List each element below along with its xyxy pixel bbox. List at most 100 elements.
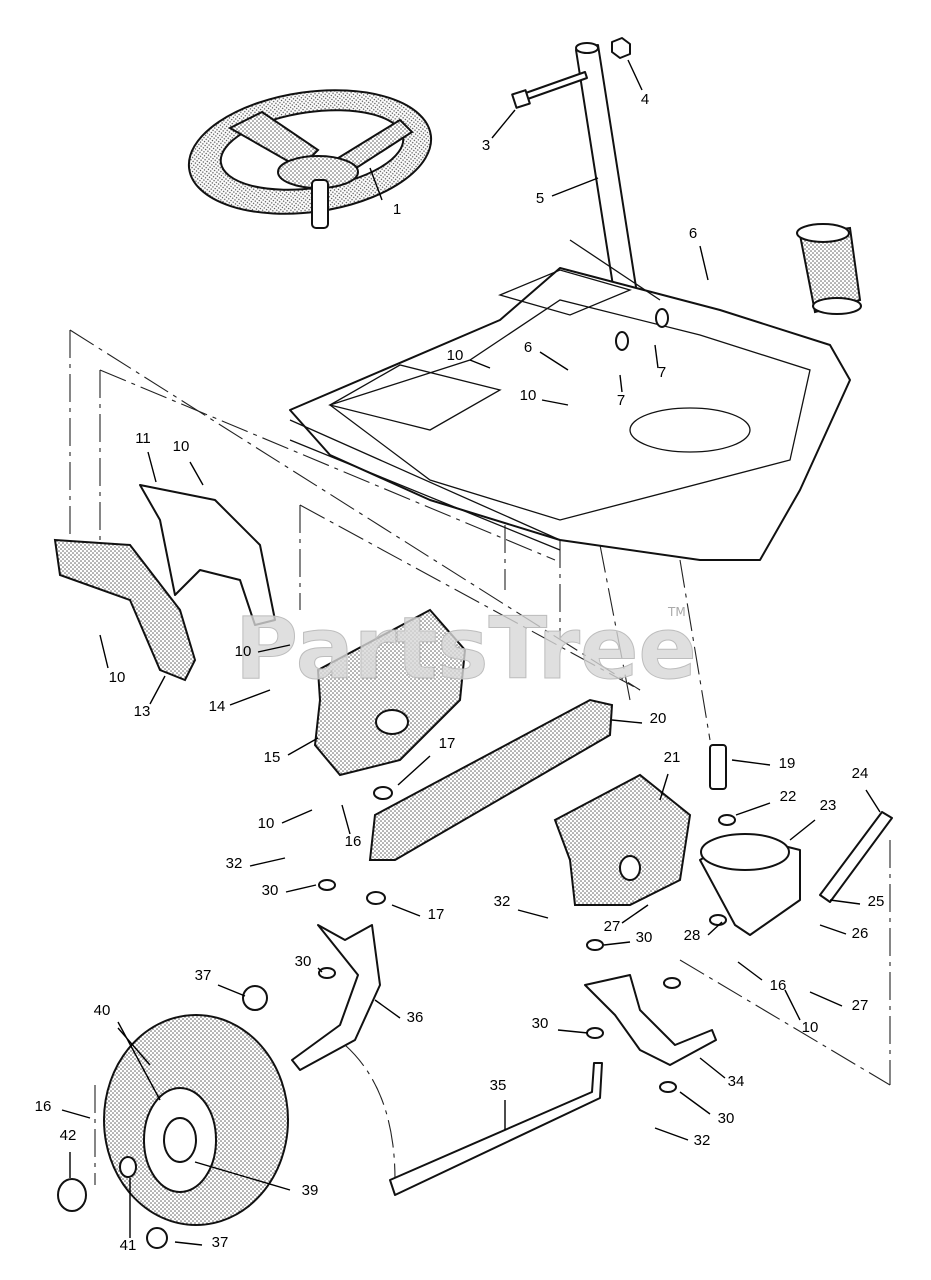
leader-line-ball-joint xyxy=(819,924,847,935)
callout-bolt: 6 xyxy=(524,339,532,356)
leader-line-bracket xyxy=(287,737,319,756)
leader-line-nut xyxy=(621,904,649,924)
leader-line-screw xyxy=(257,644,291,653)
callout-bushing: 7 xyxy=(617,392,625,409)
callout-bearing: 39 xyxy=(302,1182,319,1199)
leader-line-bushing xyxy=(619,374,623,393)
leader-line-bracket xyxy=(147,451,157,483)
wheel xyxy=(57,985,289,1249)
sector-gear xyxy=(699,833,801,936)
leader-line-cotter-pin xyxy=(249,857,286,867)
callout-bushing: 7 xyxy=(658,364,666,381)
callout-spindle: 36 xyxy=(407,1009,424,1026)
leader-line-bearing xyxy=(217,984,246,997)
callout-ball-joint: 26 xyxy=(852,925,869,942)
watermark: PartsTree xyxy=(235,599,697,699)
tie-rod xyxy=(389,1062,603,1196)
callout-screw: 10 xyxy=(447,347,464,364)
callout-steering-shaft: 5 xyxy=(536,190,544,207)
callout-bearing: 37 xyxy=(195,967,212,984)
leader-line-bolt xyxy=(539,351,569,371)
leader-line-wheel-hub xyxy=(117,1021,161,1101)
callout-screw: 10 xyxy=(235,643,252,660)
callout-washer: 30 xyxy=(532,1015,549,1032)
leader-line-steering-wheel xyxy=(369,167,383,201)
leader-line-cotter-pin xyxy=(517,909,549,919)
leader-line-screw xyxy=(469,359,491,369)
callout-nut: 27 xyxy=(604,918,621,935)
leader-line-spindle xyxy=(374,999,401,1019)
leader-line-bearing xyxy=(194,1161,291,1191)
callout-cotter-pin: 16 xyxy=(770,977,787,994)
callout-screw: 10 xyxy=(173,438,190,455)
watermark-trademark: TM xyxy=(667,605,686,619)
leader-line-washer xyxy=(603,941,631,946)
callout-cotter-pin: 32 xyxy=(494,893,511,910)
leader-line-wheel xyxy=(117,1027,151,1066)
leader-lines xyxy=(61,59,881,1246)
callout-wheel: 40 xyxy=(94,1002,111,1019)
steering-wheel xyxy=(187,89,433,229)
leader-line-screw xyxy=(99,634,109,669)
bracket-13 xyxy=(53,538,197,682)
nut xyxy=(611,37,631,59)
leader-line-washer xyxy=(679,1091,711,1115)
leader-line-cotter-pin xyxy=(737,961,763,981)
callout-washer: 30 xyxy=(295,953,312,970)
callout-washer: 28 xyxy=(684,927,701,944)
callout-washer: 30 xyxy=(718,1110,735,1127)
leader-line-washer xyxy=(735,802,771,816)
leader-line-nut xyxy=(809,991,843,1007)
drag-link xyxy=(819,811,893,903)
callout-nut: 4 xyxy=(641,91,649,108)
leader-line-nut xyxy=(829,899,861,905)
callout-axle: 20 xyxy=(650,710,667,727)
leader-line-nut xyxy=(627,59,643,91)
callout-spindle: 34 xyxy=(728,1073,745,1090)
leader-line-bushing xyxy=(654,344,659,369)
bolt xyxy=(511,71,588,109)
leader-line-screw xyxy=(541,399,569,406)
callout-steering-wheel: 1 xyxy=(393,201,401,218)
leader-line-cotter-pin xyxy=(654,1127,689,1141)
leader-line-bushing xyxy=(397,755,431,786)
callout-nut: 25 xyxy=(868,893,885,910)
callout-sector-gear: 23 xyxy=(820,797,837,814)
callout-washer: 41 xyxy=(120,1237,137,1254)
dash-panel xyxy=(289,239,851,561)
callout-bushing: 17 xyxy=(428,906,445,923)
callout-bracket: 13 xyxy=(134,703,151,720)
callout-bushing: 17 xyxy=(439,735,456,752)
leader-line-cotter-pin xyxy=(341,804,351,835)
leader-line-screw xyxy=(784,989,801,1021)
callout-pinion: 19 xyxy=(779,755,796,772)
callout-cotter-pin: 16 xyxy=(35,1098,52,1115)
callout-bolt: 14 xyxy=(209,698,226,715)
callout-cap: 42 xyxy=(60,1127,77,1144)
callout-screw: 10 xyxy=(520,387,537,404)
leader-line-spindle xyxy=(699,1057,726,1079)
spindle-34 xyxy=(584,974,717,1066)
axle-20 xyxy=(368,698,614,861)
callout-drag-link: 24 xyxy=(852,765,869,782)
leader-line-washer xyxy=(317,967,323,973)
callout-bracket: 21 xyxy=(664,749,681,766)
callout-screw: 10 xyxy=(802,1019,819,1036)
callout-bearing: 37 xyxy=(212,1234,229,1251)
callout-tie-rod: 35 xyxy=(490,1077,507,1094)
leader-line-bracket xyxy=(149,675,166,705)
bracket-15 xyxy=(313,608,467,777)
leader-line-pinion xyxy=(731,759,771,766)
bracket-11 xyxy=(139,484,276,626)
dust-boot xyxy=(796,223,862,315)
leader-line-screw xyxy=(189,461,204,486)
callout-nut: 6 xyxy=(689,225,697,242)
callout-cotter-pin: 32 xyxy=(226,855,243,872)
leader-line-nut xyxy=(699,245,709,281)
leader-line-cotter-pin xyxy=(61,1109,91,1119)
callout-nut: 27 xyxy=(852,997,869,1014)
bracket-21 xyxy=(553,773,692,906)
callout-cotter-pin: 32 xyxy=(694,1132,711,1149)
